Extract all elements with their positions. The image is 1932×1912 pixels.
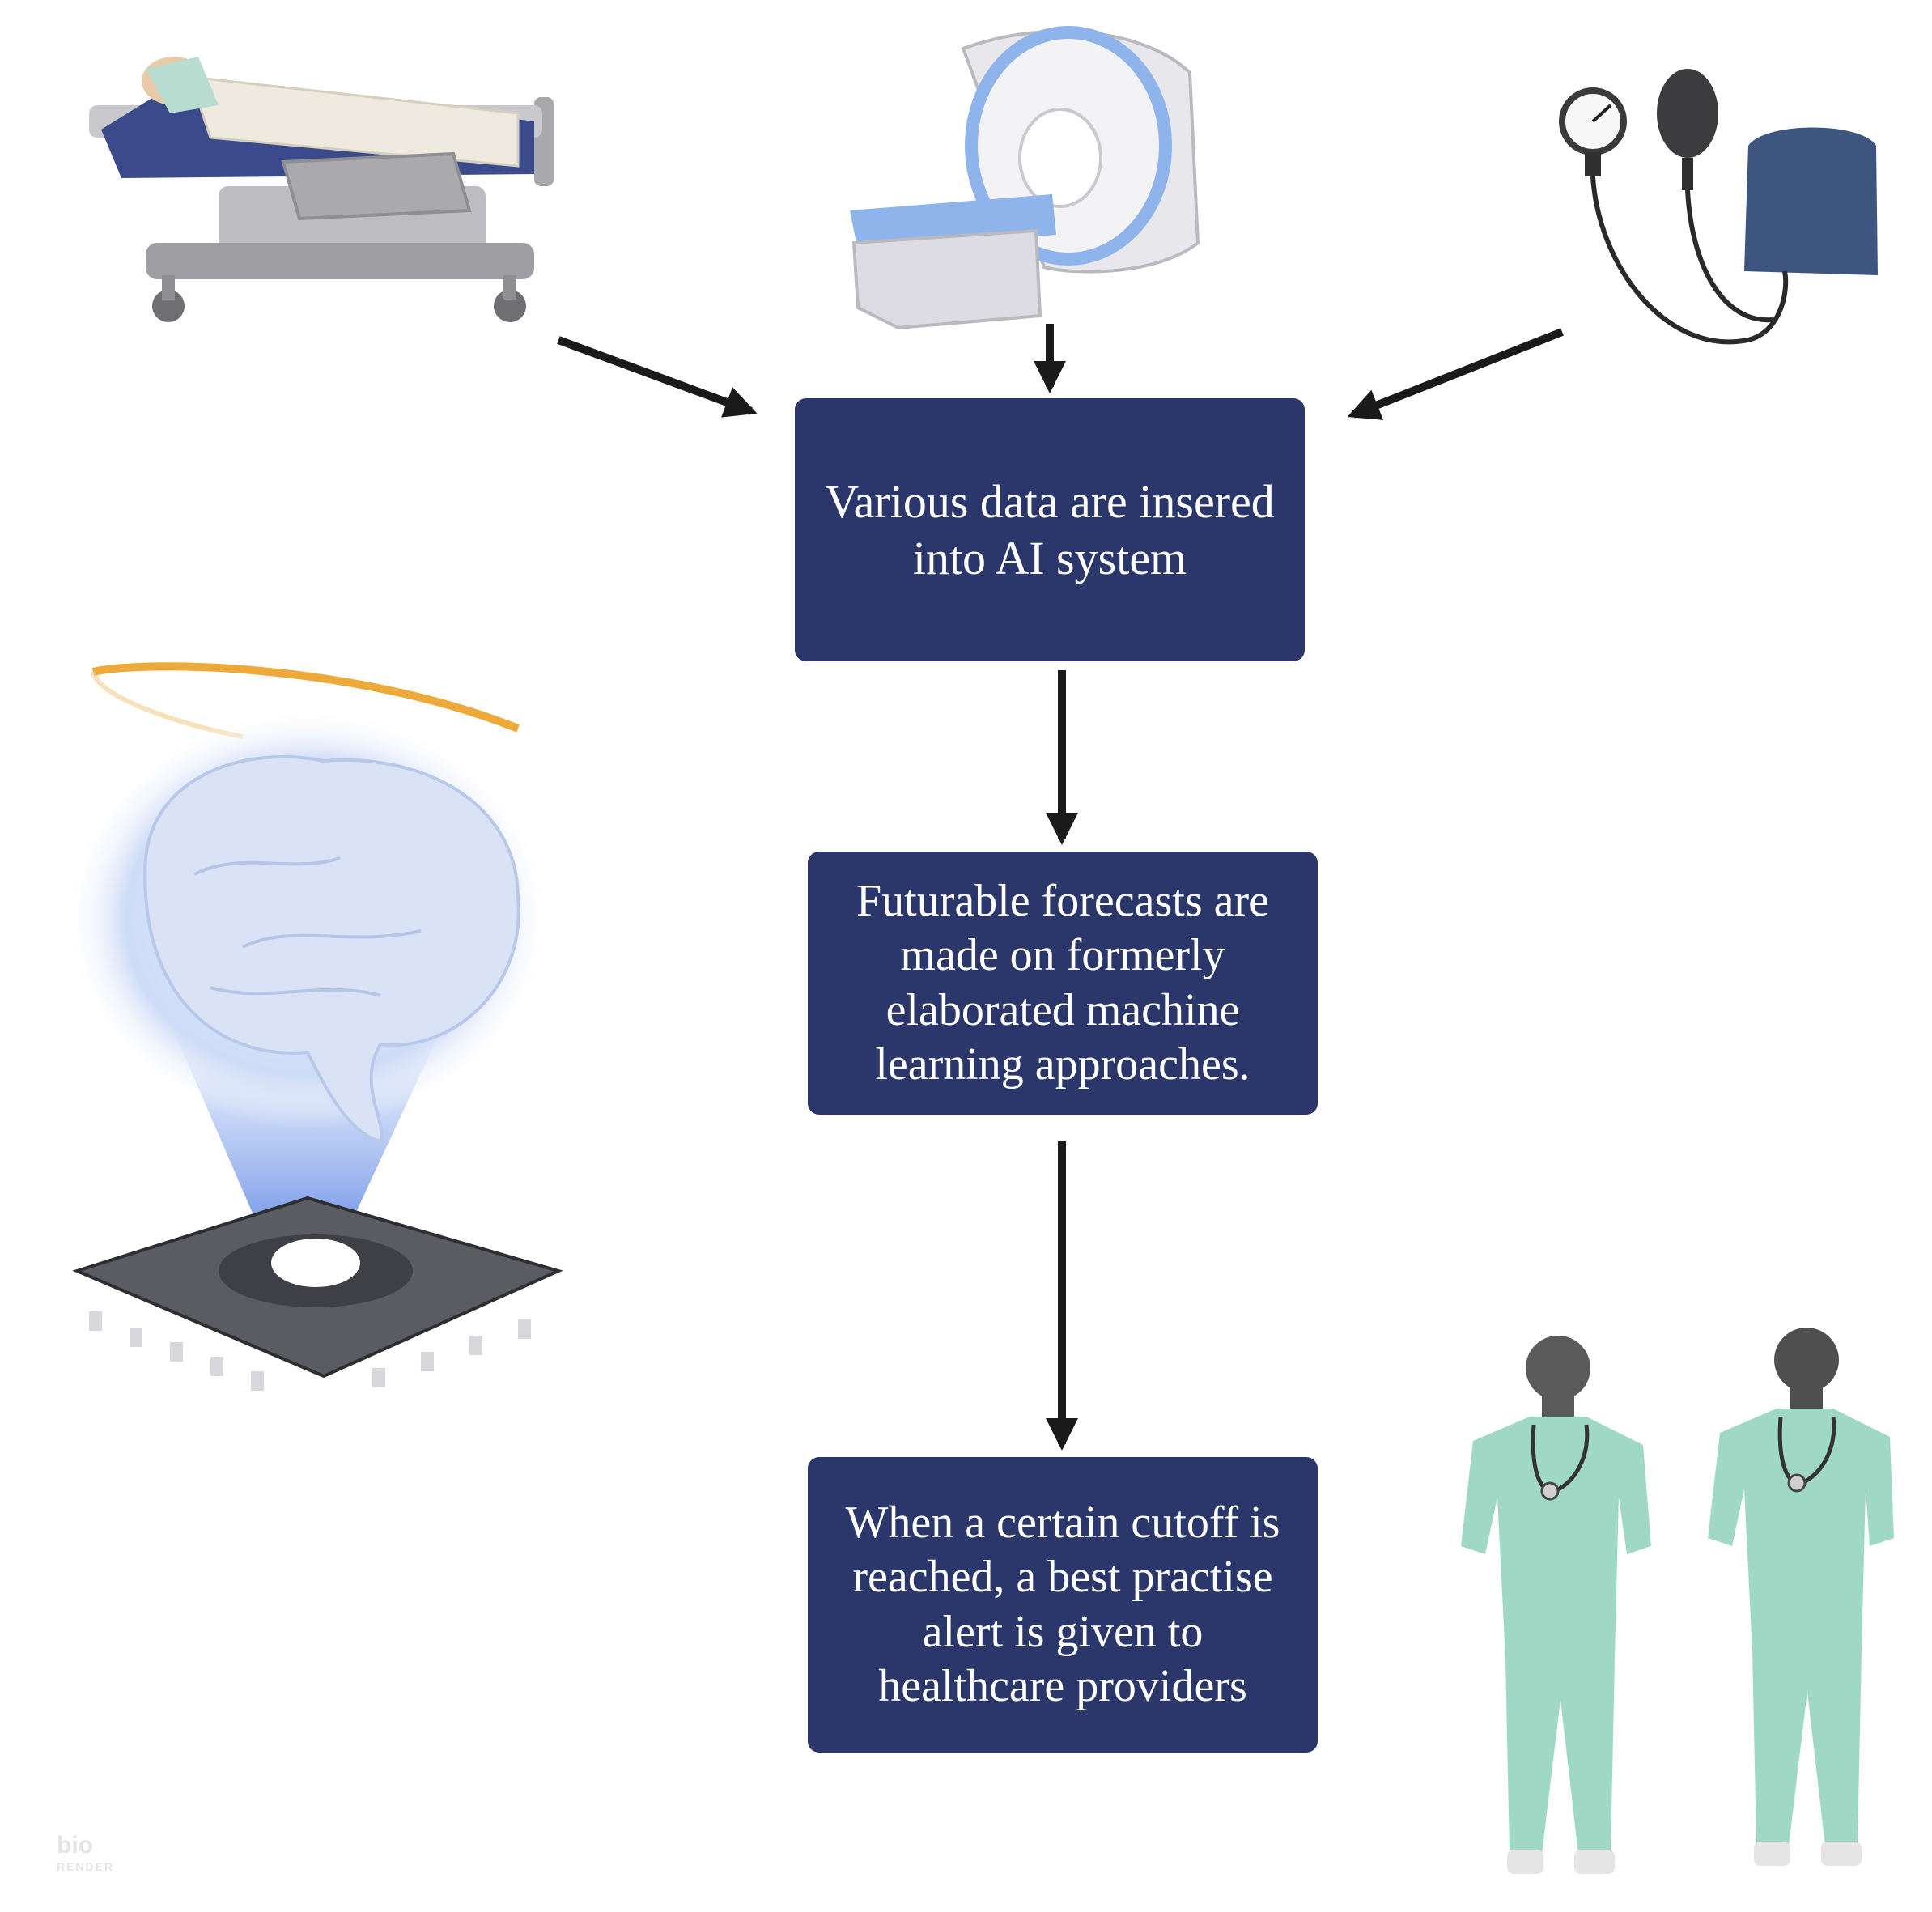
watermark-line1: bio bbox=[57, 1832, 93, 1859]
biorender-watermark: bio RENDER bbox=[57, 1833, 114, 1872]
sphygmomanometer-icon bbox=[1562, 69, 1878, 342]
arrow-bp-to-input bbox=[1353, 332, 1562, 414]
alert-box: When a certain cutoff is reached, a best… bbox=[808, 1457, 1318, 1753]
arrow-bed-to-input bbox=[558, 340, 751, 411]
forecast-text: Futurable forecasts are made on formerly… bbox=[832, 874, 1293, 1092]
healthcare-workers-icon bbox=[1461, 1328, 1894, 1874]
provider-left bbox=[1461, 1336, 1651, 1874]
data-input-text: Various data are insered into AI system bbox=[819, 474, 1280, 586]
mri-scanner-icon bbox=[850, 32, 1198, 328]
data-input-box: Various data are insered into AI system bbox=[795, 398, 1305, 661]
forecast-box: Futurable forecasts are made on formerly… bbox=[808, 852, 1318, 1115]
ai-brain-chip-icon bbox=[65, 666, 558, 1391]
provider-right bbox=[1708, 1328, 1894, 1866]
watermark-line2: RENDER bbox=[57, 1861, 114, 1872]
hospital-bed-icon bbox=[89, 57, 554, 322]
alert-text: When a certain cutoff is reached, a best… bbox=[832, 1496, 1293, 1714]
